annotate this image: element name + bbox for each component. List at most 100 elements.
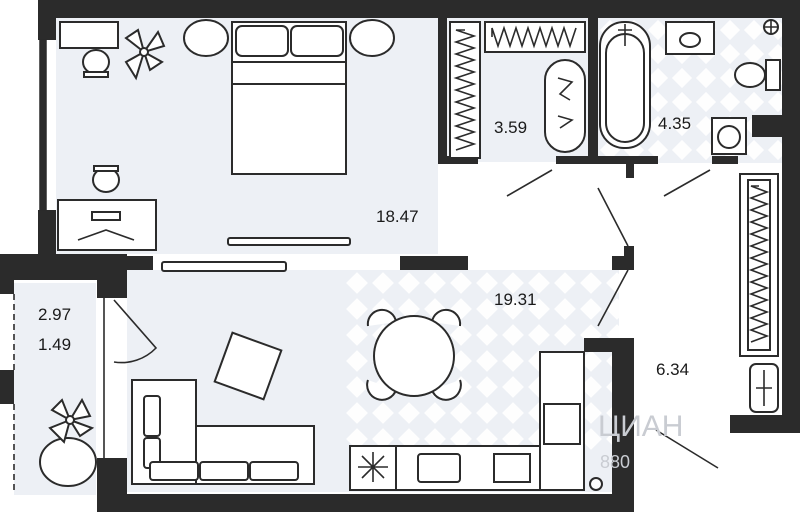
floor-tile bbox=[476, 350, 498, 372]
floor-tile bbox=[502, 324, 524, 346]
bath-right-wall bbox=[782, 0, 800, 115]
floor-tile bbox=[580, 376, 602, 398]
floor-tile bbox=[647, 91, 669, 113]
floor-tile bbox=[767, 91, 789, 113]
snowflake-icon bbox=[358, 452, 388, 482]
floor-tile bbox=[346, 402, 368, 424]
bathroom-furniture bbox=[599, 19, 781, 155]
area-labels: 18.47 19.31 3.59 4.35 6.34 2.97 1.49 bbox=[38, 114, 691, 379]
living-wall-left bbox=[127, 256, 153, 270]
floor-tile bbox=[528, 298, 550, 320]
kitchen-hob bbox=[493, 453, 531, 483]
pillow-right bbox=[290, 25, 344, 57]
floor-tile bbox=[346, 428, 368, 450]
floor-tile bbox=[346, 298, 368, 320]
floor-tile bbox=[476, 376, 498, 398]
floor-tile bbox=[450, 298, 472, 320]
floor-tile bbox=[476, 298, 498, 320]
floor-tile bbox=[476, 324, 498, 346]
hanger-pattern-hall bbox=[748, 185, 770, 343]
floor-tile bbox=[502, 428, 524, 450]
nightstand-left bbox=[183, 19, 229, 57]
armchair-pouf bbox=[213, 331, 283, 401]
bedroom-tv bbox=[227, 237, 351, 246]
floor-tile bbox=[647, 115, 669, 137]
watermark-brand: ЦИАН bbox=[598, 410, 683, 443]
nightstand-right bbox=[349, 19, 395, 57]
floor-tile bbox=[647, 19, 669, 41]
dining-chair-1 bbox=[366, 308, 397, 327]
balcony-corner-top bbox=[0, 280, 14, 294]
floor-tile bbox=[767, 43, 789, 65]
floor-tile bbox=[647, 139, 669, 161]
floor-tile bbox=[695, 91, 717, 113]
balcony-door-post-top bbox=[97, 262, 127, 298]
top-wall bbox=[38, 0, 793, 18]
area-label-bathroom: 4.35 bbox=[658, 114, 691, 133]
living-wall-mid bbox=[400, 256, 468, 270]
floor-tile bbox=[502, 376, 524, 398]
toilet-bowl bbox=[734, 62, 766, 88]
desk-chair-back bbox=[83, 71, 109, 78]
floor-tile bbox=[424, 402, 446, 424]
washbasin-bowl bbox=[679, 32, 701, 48]
toilet-tank bbox=[765, 59, 781, 91]
area-label-hallway: 6.34 bbox=[656, 360, 689, 379]
floor-tile bbox=[743, 139, 765, 161]
bed-blanket-fold bbox=[231, 61, 347, 85]
floor-tile bbox=[647, 43, 669, 65]
pillow-left bbox=[235, 25, 289, 57]
bath-faucet-icon bbox=[618, 24, 632, 46]
entrance-door-leaf bbox=[655, 429, 719, 469]
floor-tile bbox=[450, 428, 472, 450]
floor-tile bbox=[743, 91, 765, 113]
sofa-cushion-3 bbox=[149, 461, 199, 481]
floor-tile bbox=[695, 115, 717, 137]
dresser-stool-back bbox=[93, 165, 119, 172]
balcony-door-swing bbox=[113, 299, 158, 364]
dining-table bbox=[373, 315, 455, 397]
balcony-plant-icon bbox=[48, 397, 95, 444]
floor-tile bbox=[671, 91, 693, 113]
wardrobe-left-wall bbox=[438, 0, 447, 162]
door-post-mid bbox=[624, 246, 634, 270]
floor-tile bbox=[450, 272, 472, 294]
bath-bottom-left bbox=[598, 156, 658, 164]
living-kitchen-furniture bbox=[131, 261, 603, 491]
dining-chair-3 bbox=[366, 379, 397, 401]
bathroom-door-leaf bbox=[663, 169, 711, 197]
area-label-bedroom: 18.47 bbox=[376, 207, 419, 226]
sofa-cushion-1 bbox=[143, 395, 161, 437]
floor-tile bbox=[671, 67, 693, 89]
wardrobe-bottom-left bbox=[438, 156, 478, 164]
floor-tile bbox=[450, 402, 472, 424]
watermark-number: 880 bbox=[600, 452, 630, 472]
floor-tile bbox=[476, 402, 498, 424]
sofa-cushion-4 bbox=[199, 461, 249, 481]
sofa-cushion-5 bbox=[249, 461, 299, 481]
kitchen-sink bbox=[417, 453, 461, 483]
floor-tile bbox=[398, 402, 420, 424]
floor-tile bbox=[502, 350, 524, 372]
hall-bottom-wall bbox=[730, 415, 800, 433]
floor-tile bbox=[346, 324, 368, 346]
floor-tile bbox=[719, 91, 741, 113]
floor-tile bbox=[346, 376, 368, 398]
left-wall-lower bbox=[38, 210, 56, 258]
floor-tile bbox=[346, 350, 368, 372]
floor-tile bbox=[528, 272, 550, 294]
wardrobe-bottom-right bbox=[556, 156, 596, 164]
balcony-plant bbox=[39, 397, 97, 487]
dining-chairs bbox=[366, 308, 462, 401]
floor-tile bbox=[647, 67, 669, 89]
wardrobe-door-leaf bbox=[506, 169, 553, 197]
bathtub-inner bbox=[605, 33, 645, 143]
hanger-pattern-horizontal bbox=[491, 25, 577, 49]
floor-tile bbox=[580, 402, 602, 424]
kitchen-socket-icon bbox=[589, 477, 603, 491]
floor-tile bbox=[767, 139, 789, 161]
bedroom-window bbox=[39, 39, 47, 211]
hall-right-wall bbox=[782, 137, 800, 433]
